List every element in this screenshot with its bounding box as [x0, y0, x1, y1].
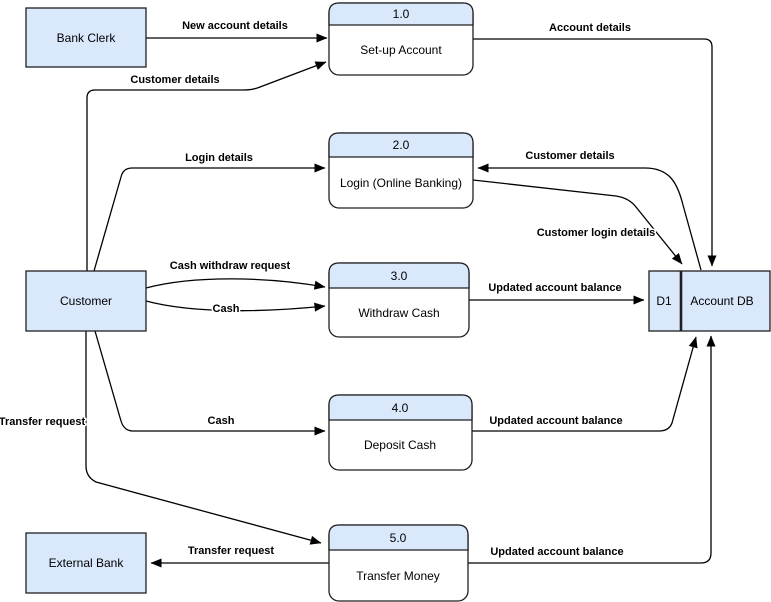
entity-customer: Customer: [25, 270, 147, 332]
flow-label: Transfer request: [188, 545, 275, 557]
flow-line: [145, 278, 326, 290]
flow-label: New account details: [182, 20, 288, 32]
flow-line: [473, 38, 717, 267]
flow-label: Customer details: [130, 74, 219, 86]
flow-line: [93, 163, 326, 272]
flow-updated-balance-deposit: Updated account balance: [472, 336, 698, 432]
flow-cash-withdraw-request: Cash withdraw request: [145, 259, 326, 290]
flow-line: [94, 330, 326, 436]
flow-login-details: Login details: [93, 151, 326, 272]
flow-label: Customer details: [525, 150, 614, 162]
flow-label: Account details: [549, 22, 631, 34]
entity-label: Bank Clerk: [57, 31, 117, 45]
entity-label: External Bank: [49, 556, 125, 570]
datastore-ref: D1: [656, 294, 672, 308]
flow-line: [468, 335, 716, 564]
process-number: 2.0: [393, 138, 410, 152]
flow-customer-details-login: Customer details: [477, 149, 702, 271]
flow-label: Updated account balance: [489, 415, 622, 427]
entity-bank-clerk: Bank Clerk: [25, 7, 147, 68]
process-login-online-banking: 2.0 Login (Online Banking): [328, 132, 474, 209]
flow-new-account-details: New account details: [146, 19, 328, 43]
flow-label: Cash: [213, 303, 240, 315]
process-label: Transfer Money: [356, 569, 440, 583]
process-label: Login (Online Banking): [340, 176, 462, 190]
flow-transfer-request-customer: Transfer request: [0, 331, 322, 545]
process-setup-account: 1.0 Set-up Account: [328, 2, 474, 76]
process-header: [328, 132, 474, 158]
flow-updated-balance-withdraw: Updated account balance: [469, 281, 645, 305]
process-number: 1.0: [393, 7, 410, 21]
flow-label: Updated account balance: [490, 546, 623, 558]
process-header: [328, 394, 473, 421]
flow-line: [85, 331, 322, 545]
flow-label: Cash: [208, 415, 235, 427]
flow-updated-balance-transfer: Updated account balance: [468, 335, 716, 564]
process-label: Set-up Account: [360, 43, 442, 57]
flow-account-details: Account details: [473, 21, 717, 267]
process-deposit-cash: 4.0 Deposit Cash: [328, 394, 473, 471]
datastore-label: Account DB: [690, 294, 753, 308]
flow-line: [477, 163, 702, 271]
flow-label: Customer login details: [537, 227, 656, 239]
entity-external-bank: External Bank: [25, 532, 147, 594]
datastore-account-db: D1 Account DB: [648, 270, 771, 332]
flow-line: [472, 179, 683, 265]
flow-line: [86, 61, 327, 271]
entity-box: [25, 532, 147, 594]
datastore-box: [648, 270, 771, 332]
entity-box: [25, 7, 147, 68]
flow-label: Updated account balance: [488, 282, 621, 294]
flow-label: Transfer request: [0, 416, 85, 428]
process-label: Withdraw Cash: [358, 306, 439, 320]
flow-customer-login-details: Customer login details: [472, 179, 683, 265]
flow-transfer-request-external: Transfer request: [150, 544, 329, 568]
process-header: [328, 262, 470, 289]
flow-label: Login details: [185, 152, 253, 164]
entity-box: [25, 270, 147, 332]
process-number: 5.0: [390, 531, 407, 545]
flow-line: [472, 336, 698, 432]
flow-cash-withdraw: Cash: [145, 300, 326, 317]
process-header: [328, 2, 474, 26]
process-number: 4.0: [392, 401, 409, 415]
process-number: 3.0: [391, 269, 408, 283]
flow-label: Cash withdraw request: [170, 260, 291, 272]
process-header: [328, 524, 469, 551]
entity-label: Customer: [60, 294, 112, 308]
flow-line: [145, 300, 326, 312]
flow-customer-details-setup: Customer details: [86, 61, 327, 271]
process-withdraw-cash: 3.0 Withdraw Cash: [328, 262, 470, 338]
process-label: Deposit Cash: [364, 438, 436, 452]
flow-cash-deposit: Cash: [94, 330, 326, 436]
process-transfer-money: 5.0 Transfer Money: [328, 524, 469, 602]
